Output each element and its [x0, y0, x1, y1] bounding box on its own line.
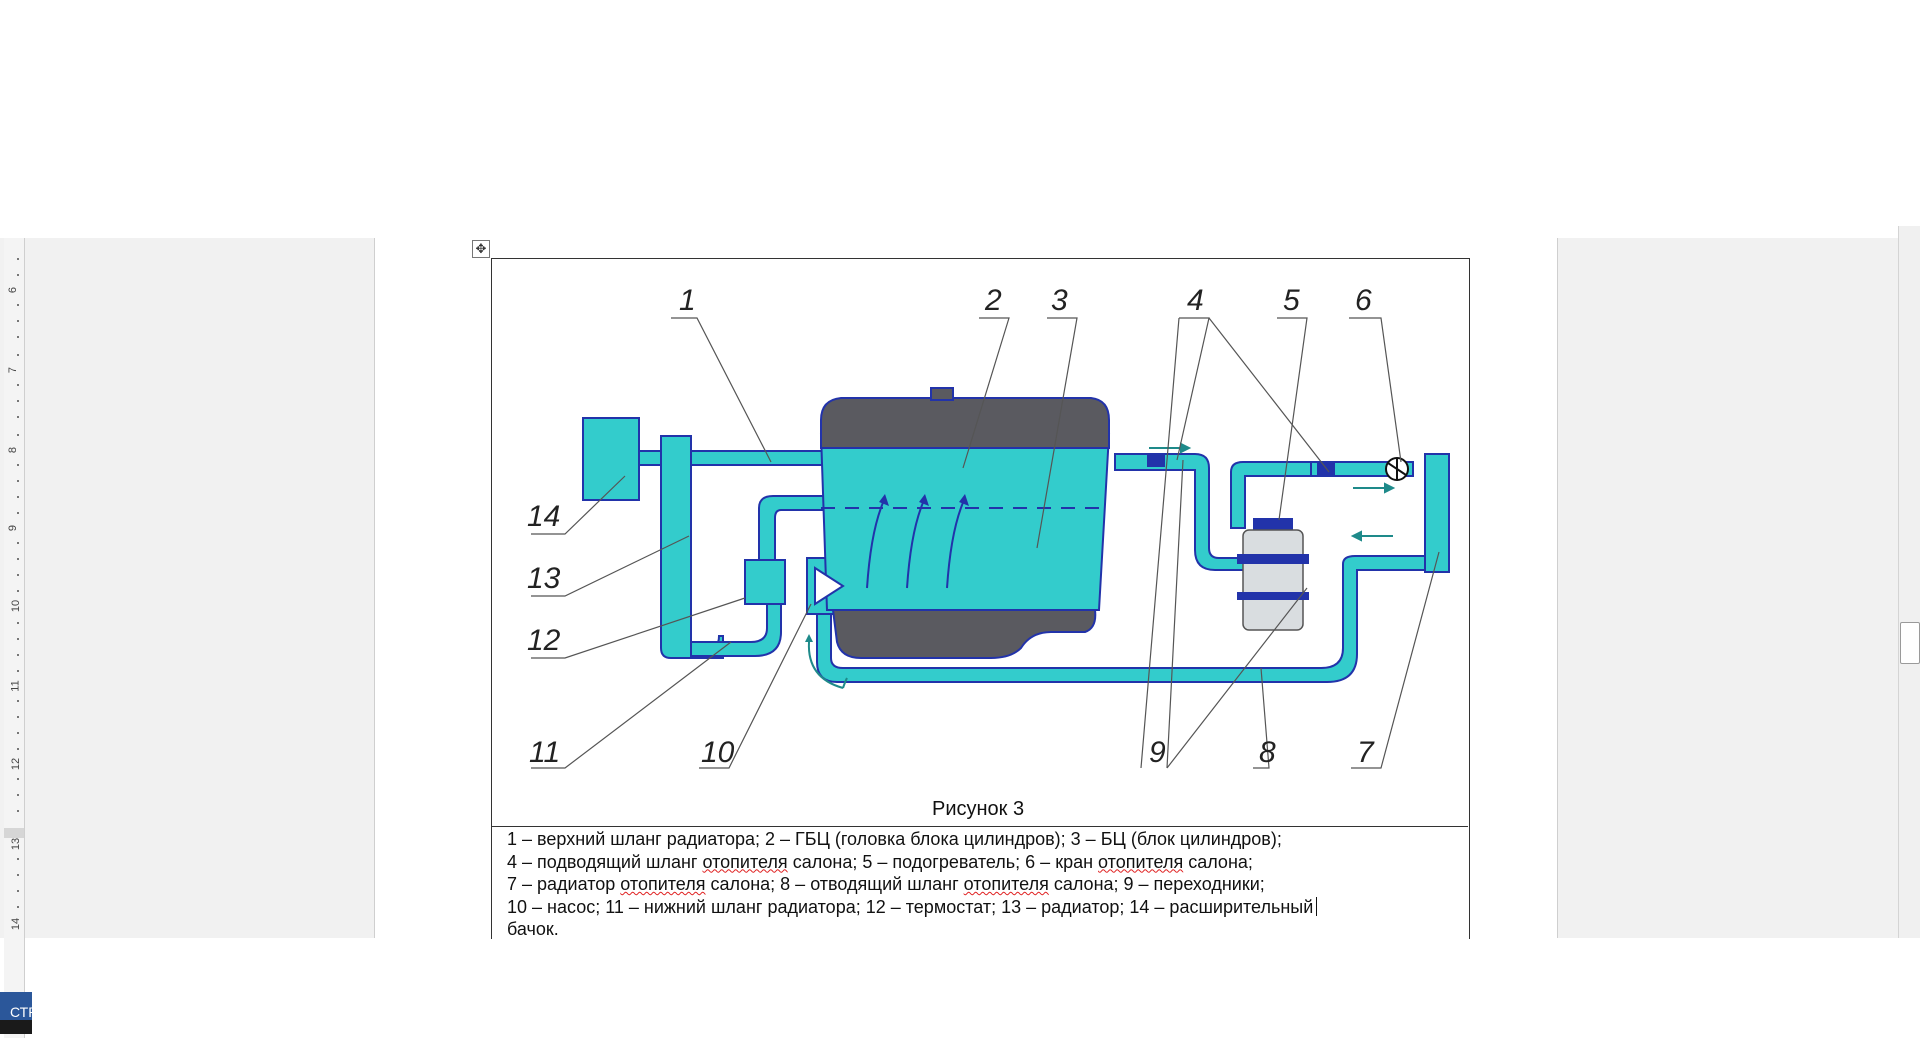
- legend-line-5: бачок.: [507, 919, 559, 939]
- heater-radiator: [1424, 453, 1450, 573]
- callout-7: 7: [1357, 736, 1375, 769]
- callout-13: 13: [527, 562, 561, 595]
- callout-1: 1: [679, 284, 696, 317]
- cooling-system-diagram: 1 2 3 4 5 6 7 8 9 10 11 12 13 14: [527, 284, 1450, 769]
- callout-6: 6: [1355, 284, 1372, 317]
- ruler-mark: 12: [10, 757, 23, 771]
- taskbar-strip: [0, 1020, 32, 1034]
- misspelled-word[interactable]: отопителя: [963, 874, 1049, 894]
- vertical-scrollbar[interactable]: [1898, 226, 1920, 938]
- ruler-mark: 14: [10, 917, 23, 931]
- callout-8: 8: [1259, 736, 1276, 769]
- callout-3: 3: [1051, 284, 1068, 317]
- figure-legend[interactable]: 1 – верхний шланг радиатора; 2 – ГБЦ (го…: [507, 828, 1467, 941]
- ruler-margin-band: [4, 828, 24, 838]
- thermostat: [744, 559, 786, 605]
- ruler-mark: 7: [7, 366, 20, 374]
- radiator: [660, 435, 724, 659]
- callout-12: 12: [527, 624, 561, 657]
- misspelled-word[interactable]: отопителя: [1098, 851, 1184, 872]
- engine-sump: [831, 609, 1097, 659]
- misspelled-word[interactable]: отопителя: [620, 874, 706, 894]
- expansion-tank: [582, 417, 640, 501]
- ruler-mark: 13: [10, 837, 23, 851]
- status-label: СТР: [10, 1004, 38, 1020]
- callout-14: 14: [527, 500, 560, 533]
- legend-line-1: 1 – верхний шланг радиатора; 2 – ГБЦ (го…: [507, 829, 1282, 849]
- heater-return-hose: [816, 555, 1440, 683]
- legend-line-2: 4 – подводящий шланг отопителя салона; 5…: [507, 851, 1253, 872]
- callout-9: 9: [1149, 736, 1166, 769]
- lower-hose: [690, 603, 782, 657]
- ruler-mark: 11: [9, 680, 22, 692]
- misspelled-word[interactable]: отопителя: [702, 851, 788, 872]
- scrollbar-thumb[interactable]: [1900, 622, 1920, 664]
- table-move-handle-icon[interactable]: ✥: [472, 240, 490, 258]
- text-cursor: [1316, 896, 1318, 916]
- callout-4: 4: [1187, 284, 1204, 317]
- ruler-mark: 10: [10, 599, 23, 613]
- preheater: [1242, 529, 1304, 631]
- legend-line-4: 10 – насос; 11 – нижний шланг радиатора;…: [507, 896, 1467, 919]
- legend-line-3: 7 – радиатор отопителя салона; 8 – отвод…: [507, 874, 1265, 894]
- callout-5: 5: [1283, 284, 1300, 317]
- callout-2: 2: [984, 284, 1002, 317]
- ruler-mark: 9: [7, 524, 20, 532]
- engine-cover: [820, 397, 1110, 449]
- ruler-mark: 6: [7, 286, 20, 294]
- callout-11: 11: [529, 736, 560, 769]
- vertical-ruler[interactable]: 6 7 8 9 10 11 12 13 14: [4, 238, 25, 1038]
- caption-divider: [491, 826, 1468, 827]
- ruler-mark: 8: [7, 446, 20, 454]
- figure-caption: Рисунок 3: [932, 798, 1025, 820]
- callout-10: 10: [701, 736, 735, 769]
